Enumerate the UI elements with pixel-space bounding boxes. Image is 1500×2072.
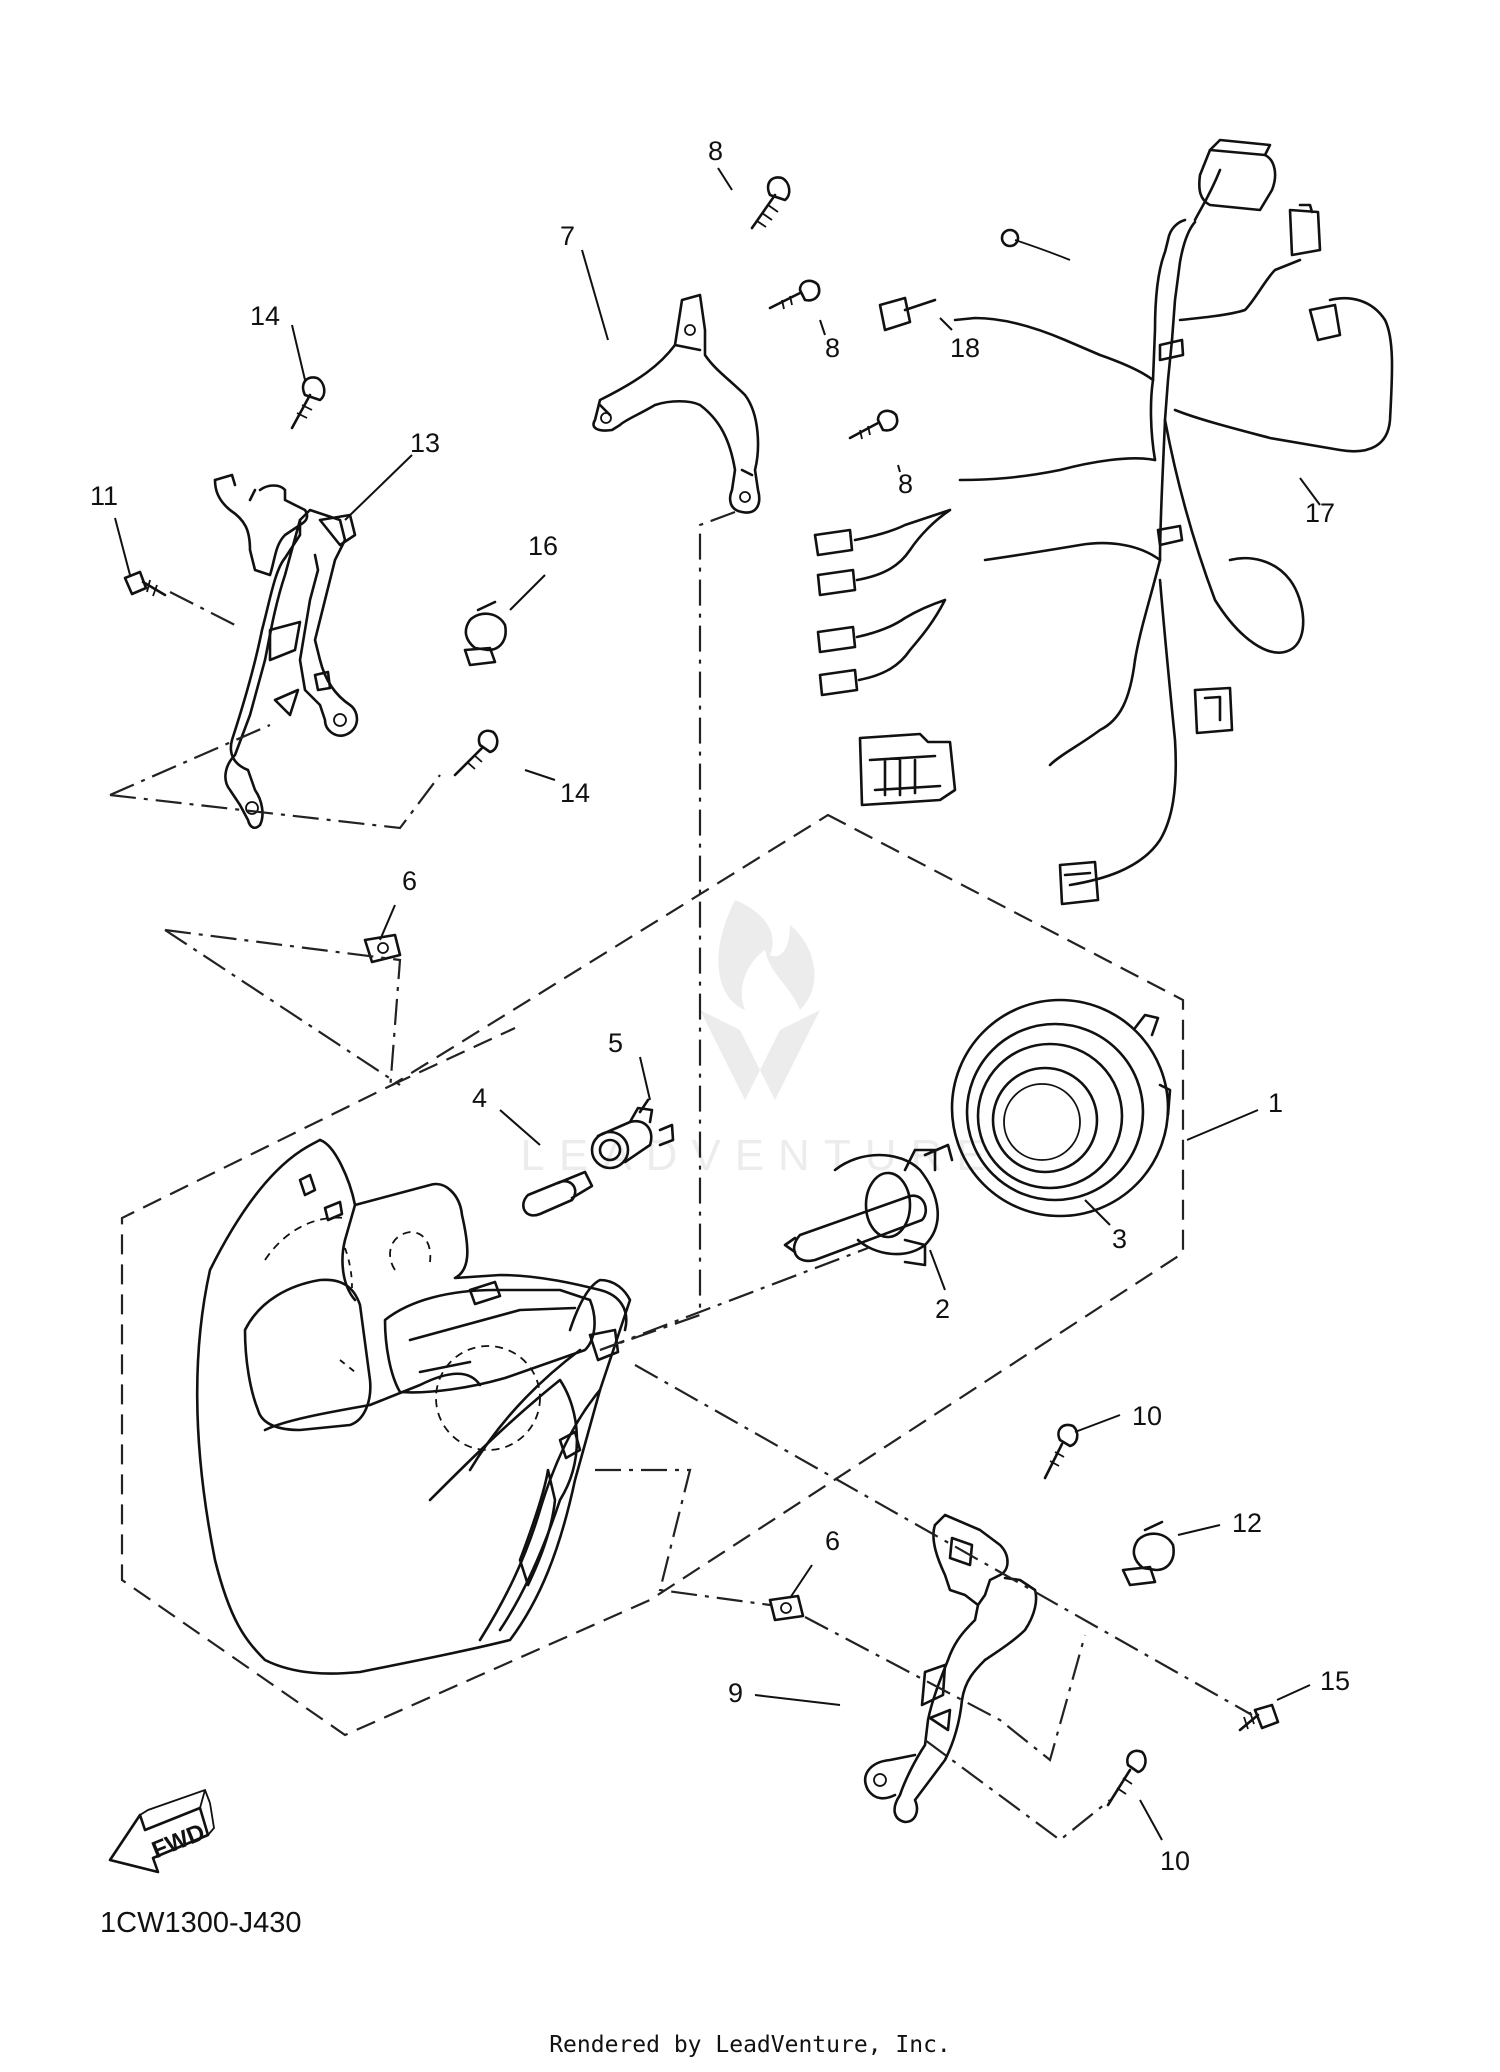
callout-12: 12 [1232, 1508, 1262, 1538]
headlight-housing [195, 1138, 632, 1675]
callout-11: 11 [90, 481, 118, 511]
callout-leaders [114, 167, 1321, 1841]
callout-18: 18 [950, 333, 980, 363]
bolt-15 [1238, 1703, 1280, 1732]
wire-clamp-12 [1121, 1520, 1175, 1587]
leadventure-watermark: LEADVENTURE [520, 900, 999, 1180]
callout-8-top: 8 [708, 136, 723, 166]
callout-4: 4 [472, 1083, 487, 1113]
callout-6-lower: 6 [825, 1526, 840, 1556]
callout-2: 2 [935, 1294, 950, 1324]
headlight-wire-harness [813, 138, 1394, 906]
callout-numbers: 1 2 3 4 5 6 6 7 8 8 8 9 10 10 11 12 13 1… [90, 136, 1350, 1876]
screw-8-middle [768, 279, 821, 310]
render-credit: Rendered by LeadVenture, Inc. [549, 2032, 951, 2058]
screw-8-top [750, 176, 791, 230]
nut-6-lower [768, 1594, 805, 1622]
callout-8-lower: 8 [898, 469, 913, 499]
headlight-upper-stay [592, 293, 761, 514]
wire-clamp-16 [463, 600, 507, 667]
headlight-left-bracket [213, 473, 359, 830]
headlight-bulb [783, 1143, 954, 1267]
callout-7: 7 [560, 221, 575, 251]
callout-16: 16 [528, 531, 558, 561]
position-bulb-socket [590, 1098, 675, 1170]
forward-arrow-icon: FWD [108, 1788, 215, 1874]
assembly-lines [109, 510, 1253, 1842]
callout-10-lower: 10 [1160, 1846, 1190, 1876]
position-bulb [522, 1170, 594, 1217]
ground-bolt-18 [878, 228, 1071, 332]
screw-10-upper [1043, 1423, 1079, 1480]
diagram-code: 1CW1300-J430 [100, 1907, 302, 1939]
callout-17: 17 [1305, 498, 1335, 528]
callout-14-upper: 14 [250, 301, 280, 331]
screw-14-lower [453, 729, 499, 777]
watermark-text: LEADVENTURE [520, 1131, 999, 1180]
screw-14-upper [290, 376, 326, 430]
headlight-assembly-boundary [120, 813, 1185, 1737]
callout-5: 5 [608, 1028, 623, 1058]
nut-6-upper [363, 933, 402, 964]
bolt-11 [123, 570, 167, 597]
callout-8-middle: 8 [825, 333, 840, 363]
callout-6-upper: 6 [402, 866, 417, 896]
headlight-bulb-cover-ring [950, 998, 1172, 1218]
callout-1: 1 [1268, 1088, 1283, 1118]
callout-14-lower: 14 [560, 778, 590, 808]
screw-8-lower [848, 409, 899, 440]
callout-9: 9 [728, 1678, 743, 1708]
callout-3: 3 [1112, 1224, 1127, 1254]
callout-10-upper: 10 [1132, 1401, 1162, 1431]
callout-13: 13 [410, 428, 440, 458]
callout-15: 15 [1320, 1666, 1350, 1696]
headlight-right-bracket [863, 1513, 1038, 1824]
bulb-socket-hidden-outline [435, 1345, 541, 1451]
screw-10-lower [1106, 1749, 1147, 1807]
boundary-inner-line [391, 1027, 516, 1086]
